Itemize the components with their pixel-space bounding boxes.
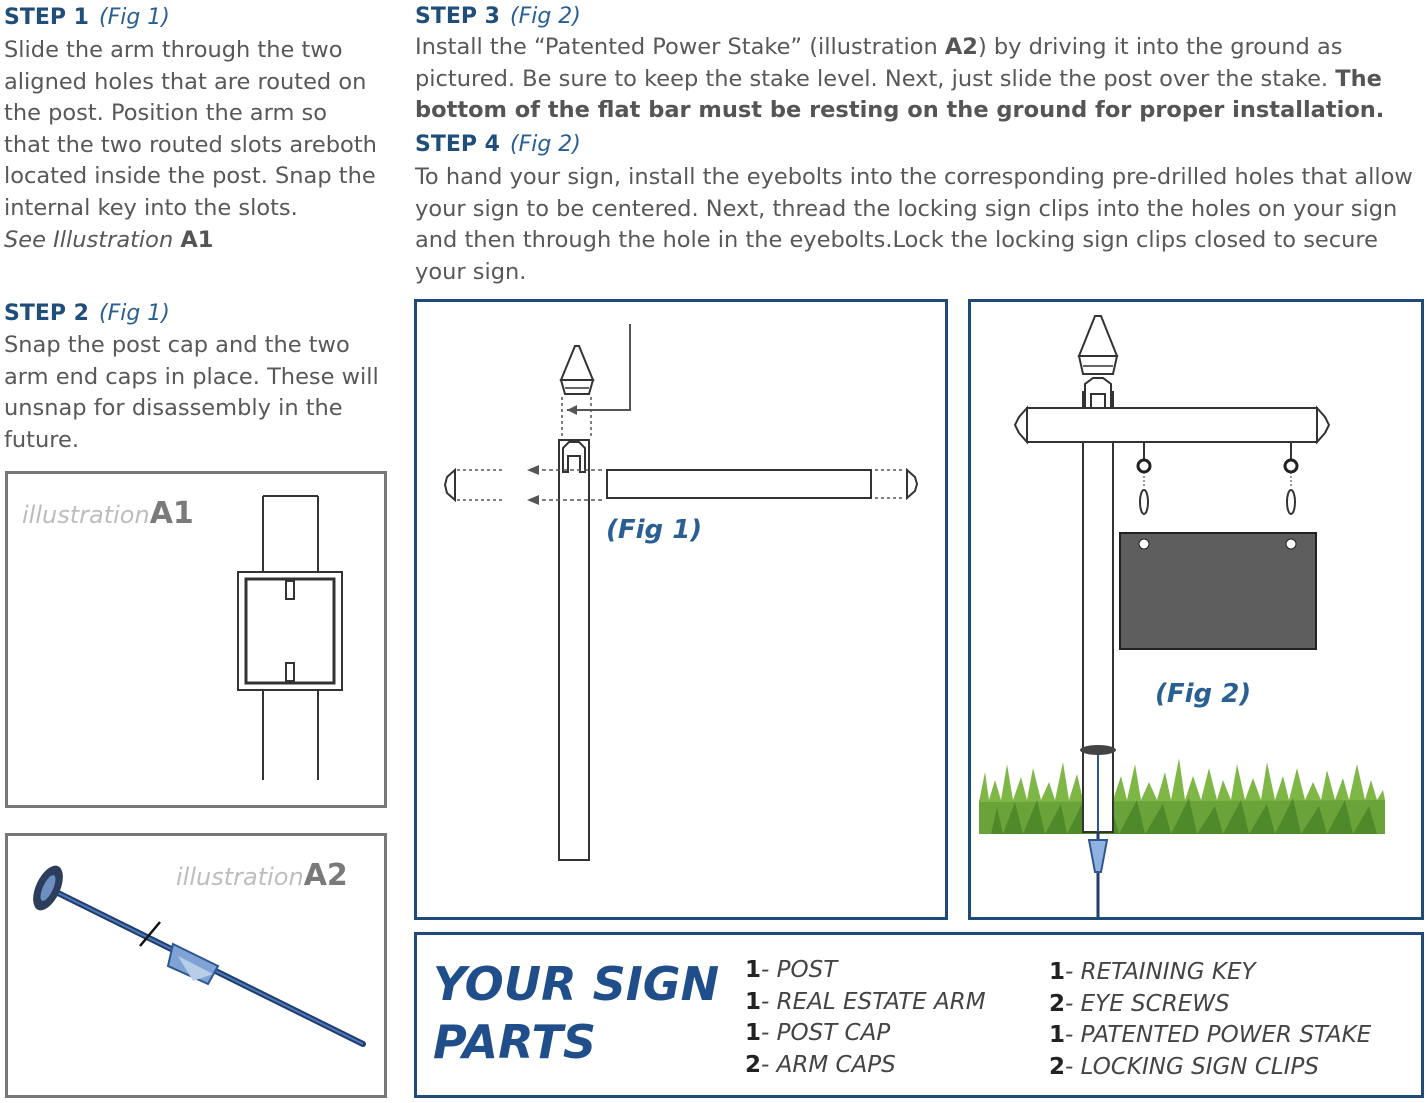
parts-title-line1: YOUR SIGN: [433, 957, 720, 1011]
step4-fig-ref: (Fig 2): [509, 132, 581, 157]
grass: [979, 758, 1385, 834]
illustration-a2-ref: A2: [303, 858, 348, 893]
parts-list-col2: 1- RETAINING KEY 2- EYE SCREWS 1- PATENT…: [1049, 957, 1371, 1083]
step1-heading: STEP 1 (Fig 1): [4, 5, 170, 31]
step1-see: See Illustration: [4, 226, 181, 253]
post-key-diagram: [237, 495, 343, 780]
step2-heading: STEP 2 (Fig 1): [4, 301, 170, 327]
step4-text: To hand your sign, install the eyebolts …: [415, 164, 1413, 285]
illustration-a1-label: illustrationA1: [22, 496, 194, 531]
step2-fig-ref: (Fig 1): [98, 301, 170, 326]
parts-box: YOUR SIGN PARTS 1- POST 1- REAL ESTATE A…: [414, 932, 1424, 1098]
parts-title-line2: PARTS: [433, 1015, 596, 1069]
step3-heading: STEP 3 (Fig 2): [415, 4, 581, 30]
step1-fig-ref: (Fig 1): [98, 5, 170, 30]
parts-title: YOUR SIGN PARTS: [433, 955, 719, 1071]
illustration-a1-ref: A1: [149, 496, 194, 531]
step3-ref: A2: [944, 34, 978, 60]
step3-text-a: Install the “Patented Power Stake” (illu…: [415, 34, 945, 60]
step3-label: STEP 3: [415, 4, 500, 29]
step1-see-ref: A1: [180, 226, 214, 253]
fig1-label: (Fig 1): [606, 515, 703, 545]
part-item: 1- POST: [745, 957, 838, 983]
part-item: 1- RETAINING KEY: [1049, 959, 1256, 985]
illustration-a1-box: illustrationA1: [5, 471, 387, 808]
fig1-assembly-diagram: [443, 324, 919, 861]
parts-list-col1: 1- POST 1- REAL ESTATE ARM 1- POST CAP 2…: [745, 955, 986, 1081]
power-stake-drawing: [33, 865, 366, 1047]
step2-label: STEP 2: [4, 301, 89, 326]
step3-text-b: ) by driving it into the ground as pictu…: [415, 34, 1343, 92]
illustration-a2-label: illustrationA2: [176, 858, 348, 893]
step3-fig-ref: (Fig 2): [509, 4, 581, 29]
illustration-a2-word: illustration: [176, 863, 304, 891]
part-item: 1- REAL ESTATE ARM: [745, 988, 986, 1015]
illustration-a1-word: illustration: [22, 501, 150, 529]
step2-text: Snap the post cap and the two arm end ca…: [4, 332, 379, 453]
fig2-installed-sign-diagram: [979, 315, 1385, 917]
fig1-box: (Fig 1): [414, 299, 948, 920]
step1-text: Slide the arm through the two aligned ho…: [4, 37, 377, 221]
fig2-box: (Fig 2): [968, 299, 1424, 920]
step1-label: STEP 1: [4, 5, 89, 30]
part-item: 2- LOCKING SIGN CLIPS: [1049, 1053, 1319, 1080]
step4-heading: STEP 4 (Fig 2): [415, 132, 581, 158]
fig2-label: (Fig 2): [1155, 679, 1252, 709]
step3-text-block: Install the “Patented Power Stake” (illu…: [415, 32, 1425, 127]
part-item: 2- ARM CAPS: [745, 1051, 896, 1078]
illustration-a2-box: illustrationA2: [5, 833, 387, 1098]
part-item: 2- EYE SCREWS: [1049, 990, 1230, 1017]
step4-label: STEP 4: [415, 132, 500, 157]
part-item: 1- POST CAP: [745, 1020, 891, 1046]
step3-bold-note: The bottom of the flat bar must be resti…: [415, 65, 1385, 124]
part-item: 1- PATENTED POWER STAKE: [1049, 1022, 1372, 1048]
step1-text-block: Slide the arm through the two aligned ho…: [4, 35, 379, 256]
